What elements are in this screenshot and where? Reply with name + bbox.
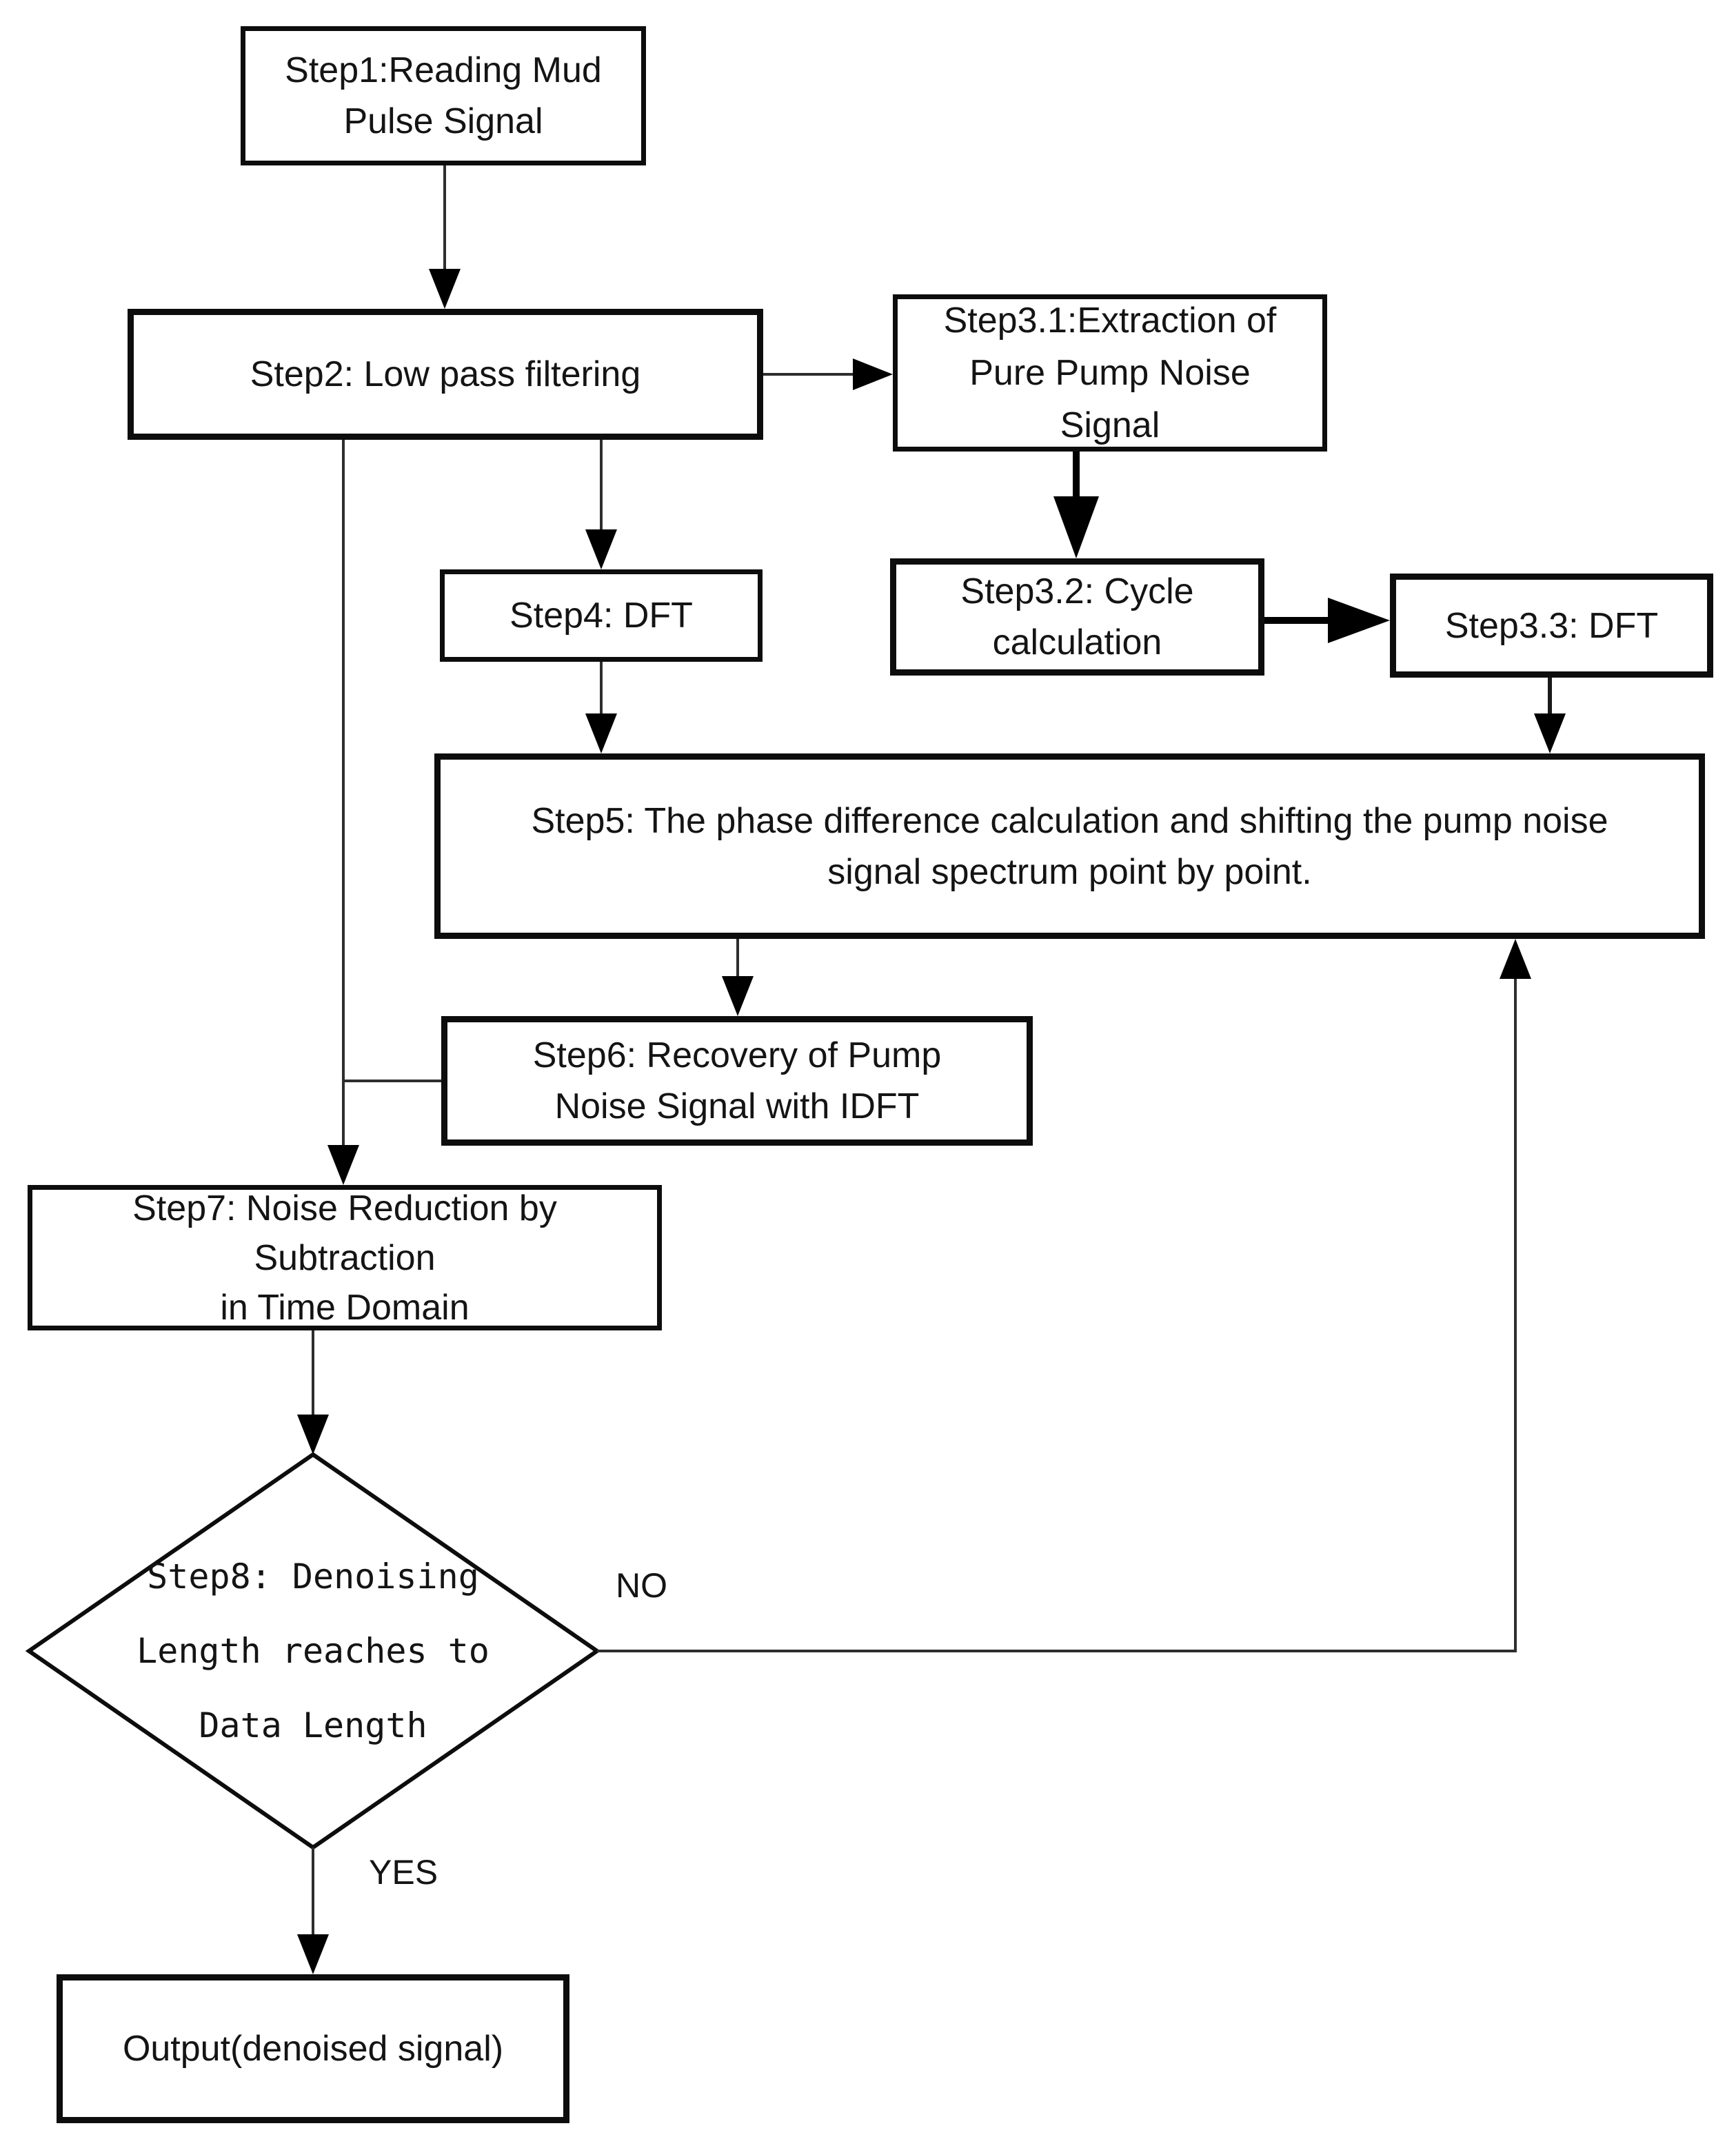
node-step7: Step7: Noise Reduction by Subtraction in…: [28, 1185, 662, 1330]
node-step5: Step5: The phase difference calculation …: [434, 753, 1705, 939]
node-step8-label: Step8: Denoising Length reaches to Data …: [137, 1557, 489, 1745]
arrowhead-step2-step3_1: [853, 358, 893, 390]
arrowhead-step7-step8: [297, 1415, 329, 1455]
arrowhead-step5-step6: [722, 976, 754, 1016]
node-step3-3: Step3.3: DFT: [1390, 574, 1713, 678]
arrowhead-step1-step2: [429, 269, 461, 309]
arrowhead-step3_1-step3_2: [1053, 496, 1099, 558]
node-step4: Step4: DFT: [440, 569, 763, 662]
arrowhead-step4-step5: [585, 713, 617, 753]
arrowhead-step2-step7: [327, 1145, 359, 1185]
node-step3-2: Step3.2: Cycle calculation: [890, 558, 1264, 676]
node-output: Output(denoised signal): [57, 1974, 569, 2123]
edge-step8-step5-return: [597, 979, 1517, 1652]
arrowhead-step3_2-step3_3: [1328, 598, 1390, 643]
edge-label-no: NO: [616, 1566, 667, 1605]
node-step1: Step1:Reading Mud Pulse Signal: [241, 26, 646, 165]
arrowhead-step8-step5-return: [1500, 939, 1531, 979]
node-step6: Step6: Recovery of Pump Noise Signal wit…: [441, 1016, 1033, 1146]
edge-label-yes: YES: [369, 1853, 438, 1892]
node-step3-1: Step3.1:Extraction of Pure Pump Noise Si…: [893, 294, 1327, 452]
node-step2: Step2: Low pass filtering: [128, 309, 763, 440]
arrowhead-step2-step4: [585, 529, 617, 569]
arrowhead-step3_3-step5: [1534, 713, 1566, 753]
arrowhead-step8-output: [297, 1934, 329, 1974]
